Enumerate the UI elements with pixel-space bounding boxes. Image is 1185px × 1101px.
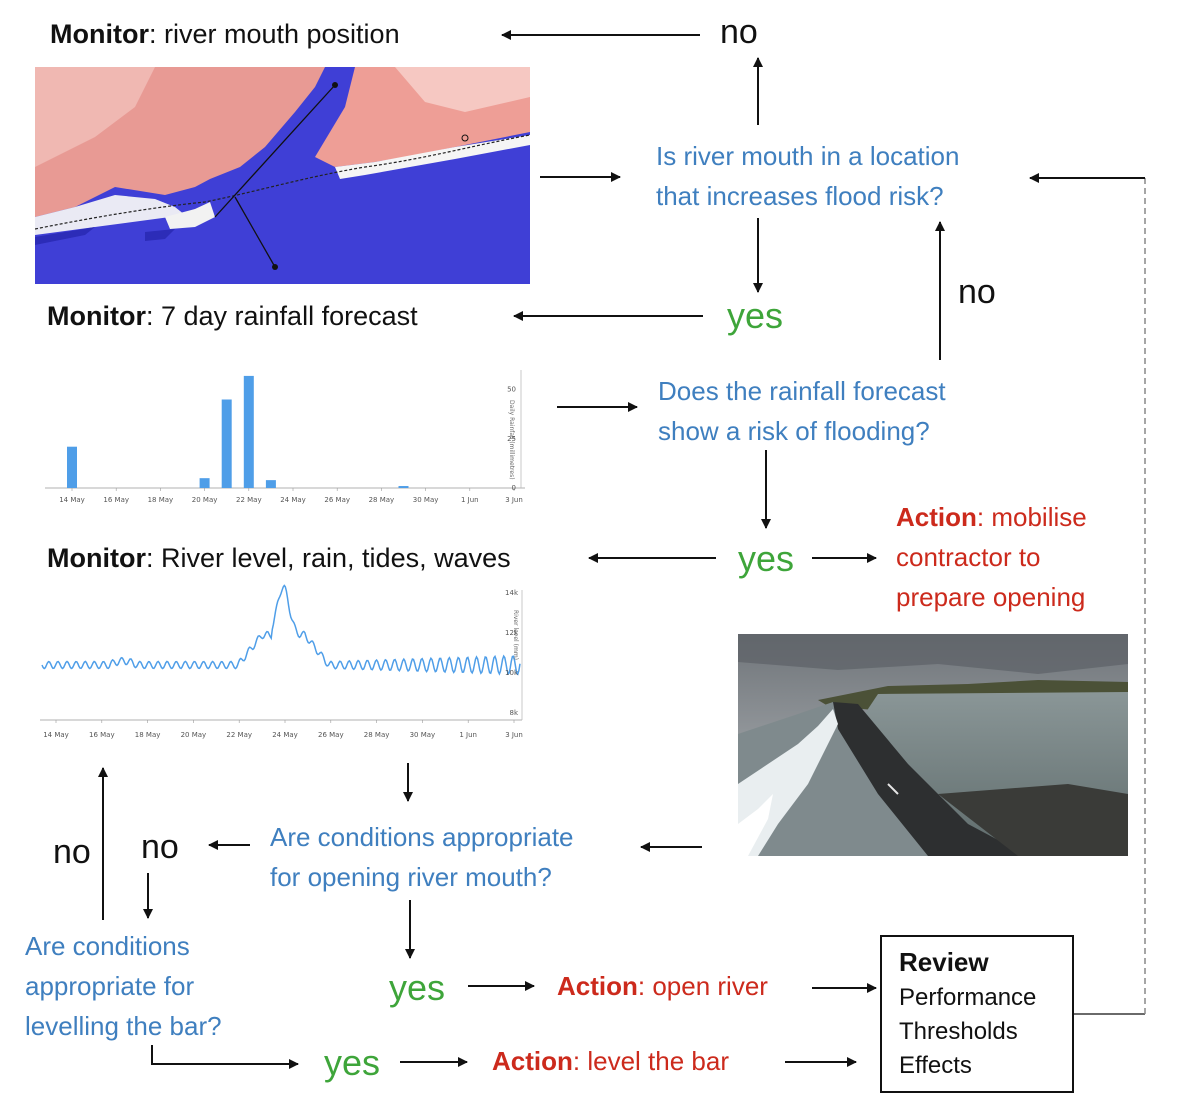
rain-x-tick-label: 28 May bbox=[369, 496, 395, 504]
question-river-mouth-location: Is river mouth in a location that increa… bbox=[656, 136, 959, 216]
river-x-tick-label: 28 May bbox=[364, 731, 390, 739]
river-mouth-beach-photo bbox=[738, 634, 1128, 856]
review-item-effects: Effects bbox=[899, 1052, 972, 1079]
river-y-tick-label: 8k bbox=[509, 709, 518, 717]
river-x-tick-label: 26 May bbox=[318, 731, 344, 739]
monitor-text: : river mouth position bbox=[148, 19, 400, 49]
river-x-tick-label: 20 May bbox=[181, 731, 207, 739]
question-line: Are conditions bbox=[25, 931, 190, 961]
question-rainfall-risk: Does the rainfall forecast show a risk o… bbox=[658, 371, 946, 451]
rain-bar bbox=[67, 446, 77, 488]
answer-yes-location: yes bbox=[727, 295, 784, 336]
action-text: : mobilise bbox=[976, 502, 1087, 532]
monitor-conditions-heading: Monitor: River level, rain, tides, waves bbox=[47, 542, 511, 574]
action-mobilise-contractor: Action: mobilise contractor to prepare o… bbox=[896, 497, 1087, 617]
rain-bar bbox=[265, 480, 276, 488]
question-line: appropriate for bbox=[25, 971, 195, 1001]
answer-no-levelling: no bbox=[53, 833, 91, 871]
question-line: levelling the bar? bbox=[25, 1011, 222, 1041]
rain-x-tick-label: 14 May bbox=[59, 496, 85, 504]
rain-x-tick-label: 16 May bbox=[103, 496, 129, 504]
review-item-thresholds: Thresholds bbox=[899, 1018, 1018, 1045]
review-content: Review Performance Thresholds Effects bbox=[899, 945, 1036, 1083]
answer-yes-opening: yes bbox=[389, 967, 446, 1008]
question-line: Does the rainfall forecast bbox=[658, 376, 946, 406]
river-x-tick-label: 30 May bbox=[410, 731, 436, 739]
action-label: Action bbox=[557, 971, 638, 1001]
rain-bar bbox=[243, 375, 254, 488]
answer-yes-levelling: yes bbox=[324, 1042, 381, 1083]
arrow-q4-to-yes bbox=[151, 1045, 299, 1069]
action-level-bar: Action: level the bar bbox=[492, 1041, 729, 1081]
action-text: : level the bar bbox=[572, 1046, 729, 1076]
rain-x-tick-label: 18 May bbox=[148, 496, 174, 504]
monitor-river-mouth-heading: Monitor: river mouth position bbox=[50, 18, 400, 50]
action-open-river: Action: open river bbox=[557, 966, 768, 1006]
rain-x-tick-label: 22 May bbox=[236, 496, 262, 504]
river-x-tick-label: 1 Jun bbox=[459, 731, 477, 739]
river-x-tick-label: 18 May bbox=[135, 731, 161, 739]
rain-x-tick-label: 1 Jun bbox=[461, 496, 479, 504]
rain-x-tick-label: 20 May bbox=[192, 496, 218, 504]
river-mouth-map-image bbox=[35, 67, 530, 284]
monitor-text: : River level, rain, tides, waves bbox=[145, 543, 511, 573]
rainfall-forecast-chart: 14 May 16 May 18 May 20 May 22 May 24 May 26 M… bbox=[45, 370, 525, 504]
river-x-tick-label: 14 May bbox=[43, 731, 69, 739]
review-item-performance: Performance bbox=[899, 984, 1037, 1011]
rain-y-tick-label: 25 bbox=[507, 435, 516, 443]
answer-no-top: no bbox=[720, 13, 758, 51]
rain-y-tick-label: 0 bbox=[512, 484, 516, 492]
question-line: that increases flood risk? bbox=[656, 181, 944, 211]
river-x-tick-label: 16 May bbox=[89, 731, 115, 739]
monitor-label: Monitor bbox=[50, 19, 149, 49]
rain-x-tick-label: 3 Jun bbox=[505, 496, 523, 504]
rain-y-tick-label: 50 bbox=[507, 386, 516, 394]
action-label: Action bbox=[896, 502, 977, 532]
question-line: for opening river mouth? bbox=[270, 862, 552, 892]
monitor-text: : 7 day rainfall forecast bbox=[145, 301, 418, 331]
river-level-line bbox=[41, 584, 521, 676]
answer-no-opening: no bbox=[141, 828, 179, 866]
question-line: Are conditions appropriate bbox=[270, 822, 574, 852]
answer-yes-rainfall: yes bbox=[738, 538, 795, 579]
river-y-tick-label: 14k bbox=[505, 589, 519, 597]
question-line: show a risk of flooding? bbox=[658, 416, 930, 446]
rain-x-tick-label: 24 May bbox=[280, 496, 306, 504]
monitor-label: Monitor bbox=[47, 301, 146, 331]
monitor-label: Monitor bbox=[47, 543, 146, 573]
answer-no-rainfall: no bbox=[958, 273, 996, 311]
review-title: Review bbox=[899, 947, 989, 977]
action-text: contractor to bbox=[896, 542, 1041, 572]
action-label: Action bbox=[492, 1046, 573, 1076]
river-x-tick-label: 3 Jun bbox=[505, 731, 523, 739]
river-y-tick-label: 12k bbox=[505, 629, 519, 637]
action-text: : open river bbox=[637, 971, 768, 1001]
rain-x-tick-label: 30 May bbox=[413, 496, 439, 504]
question-line: Is river mouth in a location bbox=[656, 141, 960, 171]
rain-bar bbox=[221, 399, 232, 488]
river-x-tick-label: 22 May bbox=[226, 731, 252, 739]
river-y-axis-label: River level (mm) bbox=[512, 610, 519, 660]
river-level-chart: 14 May 16 May 18 May 20 May 22 May 24 May 26 M… bbox=[40, 584, 523, 739]
review-box bbox=[880, 935, 1074, 1093]
river-x-tick-label: 24 May bbox=[272, 731, 298, 739]
rain-x-tick-label: 26 May bbox=[324, 496, 350, 504]
question-levelling-conditions: Are conditions appropriate for levelling… bbox=[25, 926, 222, 1046]
rain-bar bbox=[398, 486, 409, 488]
monitor-rainfall-heading: Monitor: 7 day rainfall forecast bbox=[47, 300, 418, 332]
question-opening-conditions: Are conditions appropriate for opening r… bbox=[270, 817, 574, 897]
river-y-tick-label: 10k bbox=[505, 669, 519, 677]
rain-y-axis-label: Daily Rainfall (millimetres) bbox=[508, 400, 515, 480]
action-text: prepare opening bbox=[896, 582, 1086, 612]
rain-bar bbox=[199, 478, 210, 488]
